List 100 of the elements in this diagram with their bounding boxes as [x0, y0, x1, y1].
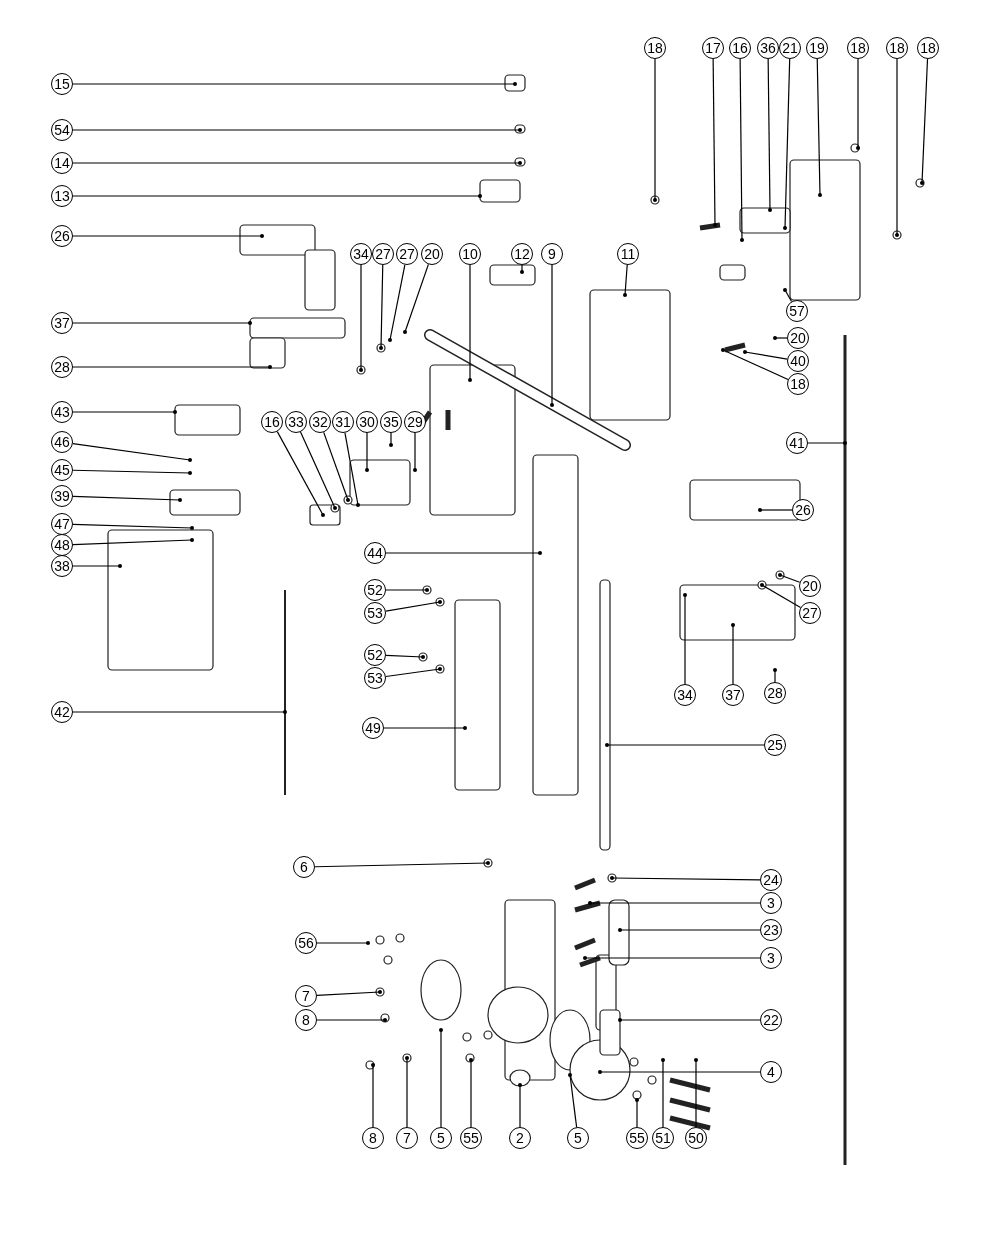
leader-line — [379, 264, 384, 350]
leader-line — [405, 1056, 409, 1128]
callout-number: 44 — [364, 542, 386, 564]
callout-number: 42 — [51, 701, 73, 723]
callout-number: 13 — [51, 185, 73, 207]
callout-number: 22 — [760, 1009, 782, 1031]
leader-line — [588, 901, 761, 905]
leader-line — [344, 432, 360, 507]
leader-line — [385, 667, 442, 678]
callout-number: 16 — [261, 411, 283, 433]
callout-number: 3 — [760, 892, 782, 914]
callout-number: 18 — [886, 37, 908, 59]
callout-number: 21 — [779, 37, 801, 59]
leader-line — [739, 58, 744, 242]
callout-number: 35 — [380, 411, 402, 433]
leader-line — [383, 726, 467, 730]
callout-number: 29 — [404, 411, 426, 433]
leader-line — [518, 1083, 522, 1128]
callout-number: 6 — [293, 856, 315, 878]
leader-line — [323, 431, 350, 502]
callout-number: 10 — [459, 243, 481, 265]
callout-number: 20 — [421, 243, 443, 265]
callout-number: 48 — [51, 534, 73, 556]
callout-number: 33 — [285, 411, 307, 433]
leader-line — [773, 336, 788, 340]
leader-line — [469, 1058, 473, 1128]
leader-line — [72, 161, 522, 165]
leader-line — [316, 990, 382, 996]
callout-number: 3 — [760, 947, 782, 969]
callout-number: 31 — [332, 411, 354, 433]
callout-number: 55 — [626, 1127, 648, 1149]
leader-line — [316, 1018, 387, 1022]
leader-line — [72, 495, 182, 502]
callout-number: 47 — [51, 513, 73, 535]
leader-line — [605, 743, 765, 747]
leader-line — [439, 1028, 443, 1128]
leader-line — [385, 654, 425, 659]
leader-line — [895, 58, 899, 237]
callout-number: 28 — [51, 356, 73, 378]
leader-line — [773, 668, 777, 683]
leader-line — [371, 1063, 375, 1128]
leader-line — [72, 234, 264, 238]
callout-number: 57 — [786, 300, 808, 322]
callout-number: 26 — [51, 225, 73, 247]
leader-line — [72, 194, 482, 198]
callout-number: 26 — [792, 499, 814, 521]
leader-line — [550, 264, 554, 407]
callout-number: 14 — [51, 152, 73, 174]
leader-line — [388, 264, 406, 342]
leader-line — [314, 861, 490, 868]
callout-number: 39 — [51, 485, 73, 507]
leader-line — [583, 956, 761, 960]
callout-number: 49 — [362, 717, 384, 739]
leader-line — [653, 58, 657, 202]
callout-number: 30 — [356, 411, 378, 433]
leader-line — [856, 58, 860, 150]
callout-number: 24 — [760, 869, 782, 891]
callout-number: 53 — [364, 667, 386, 689]
leader-line — [816, 58, 822, 197]
callout-number: 36 — [757, 37, 779, 59]
leader-line — [72, 128, 522, 132]
callout-number: 2 — [509, 1127, 531, 1149]
leader-line — [920, 58, 929, 185]
callout-number: 38 — [51, 555, 73, 577]
leader-line — [72, 321, 252, 325]
callout-number: 7 — [396, 1127, 418, 1149]
callout-number: 40 — [787, 350, 809, 372]
leader-line — [72, 538, 194, 546]
leader-line — [72, 365, 272, 369]
callout-number: 12 — [511, 243, 533, 265]
leader-line — [783, 288, 793, 303]
leader-line — [731, 623, 735, 685]
callout-number: 9 — [541, 243, 563, 265]
leader-line — [635, 1098, 639, 1128]
callout-number: 4 — [760, 1061, 782, 1083]
callout-number: 17 — [702, 37, 724, 59]
callout-number: 46 — [51, 431, 73, 453]
leader-line — [623, 264, 628, 297]
leader-line — [389, 432, 393, 447]
leader-line — [72, 469, 192, 475]
leader-line — [385, 600, 442, 612]
leader-line — [72, 564, 122, 568]
leader-line — [598, 1070, 761, 1074]
callout-number: 18 — [787, 373, 809, 395]
callout-number: 7 — [295, 985, 317, 1007]
leader-line — [72, 82, 517, 86]
callout-number: 37 — [51, 312, 73, 334]
leader-line — [468, 264, 472, 382]
callout-number: 27 — [372, 243, 394, 265]
leader-line — [385, 588, 429, 592]
callout-number: 8 — [295, 1009, 317, 1031]
callout-number: 5 — [430, 1127, 452, 1149]
leader-line — [760, 583, 802, 609]
leader-line — [72, 710, 287, 714]
leader-line — [783, 58, 791, 230]
leader-line — [694, 1058, 698, 1128]
leader-line — [299, 431, 337, 510]
leader-line — [72, 410, 177, 414]
leader-line — [661, 1058, 665, 1128]
callout-number: 32 — [309, 411, 331, 433]
